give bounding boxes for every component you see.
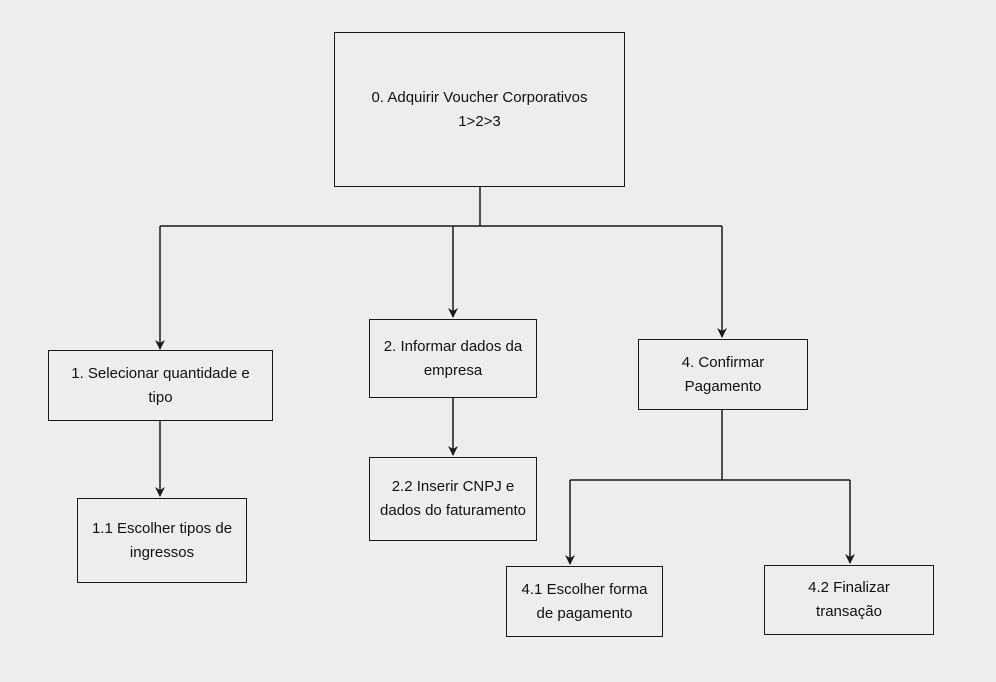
node-1-1-line-2: ingressos	[129, 543, 195, 561]
node-4-1: 4.1 Escolher forma de pagamento	[506, 566, 663, 637]
node-2: 2. Informar dados da empresa	[369, 319, 537, 398]
node-4-2-line-2: transação	[816, 603, 882, 620]
node-1: 1. Selecionar quantidade e tipo	[48, 350, 273, 421]
node-4-2: 4.2 Finalizar transação	[764, 565, 934, 635]
node-root-line-2: 1>2>3	[458, 112, 501, 130]
node-4-line-1: 4. Confirmar	[681, 353, 765, 371]
node-1-1-line-1: 1.1 Escolher tipos de	[91, 519, 233, 537]
node-4-line-2: Pagamento	[684, 377, 762, 395]
node-4-2-line-1: 4.2 Finalizar	[808, 579, 890, 596]
node-4-1-line-1: 4.1 Escolher forma	[521, 580, 648, 598]
node-2-2-line-1: 2.2 Inserir CNPJ e	[391, 478, 515, 495]
node-1-1: 1.1 Escolher tipos de ingressos	[77, 498, 247, 583]
node-root: 0. Adquirir Voucher Corporativos 1>2>3	[334, 32, 625, 187]
node-root-line-1: 0. Adquirir Voucher Corporativos	[371, 88, 588, 106]
node-2-2-line-2: dados do faturamento	[380, 502, 526, 519]
node-1-line-1: 1. Selecionar quantidade e	[71, 364, 250, 382]
node-4: 4. Confirmar Pagamento	[638, 339, 808, 410]
node-4-1-line-2: de pagamento	[536, 604, 633, 622]
node-1-line-2: tipo	[148, 388, 173, 406]
node-2-2: 2.2 Inserir CNPJ e dados do faturamento	[369, 457, 537, 541]
node-2-line-2: empresa	[423, 361, 483, 379]
node-2-line-1: 2. Informar dados da	[383, 337, 523, 355]
